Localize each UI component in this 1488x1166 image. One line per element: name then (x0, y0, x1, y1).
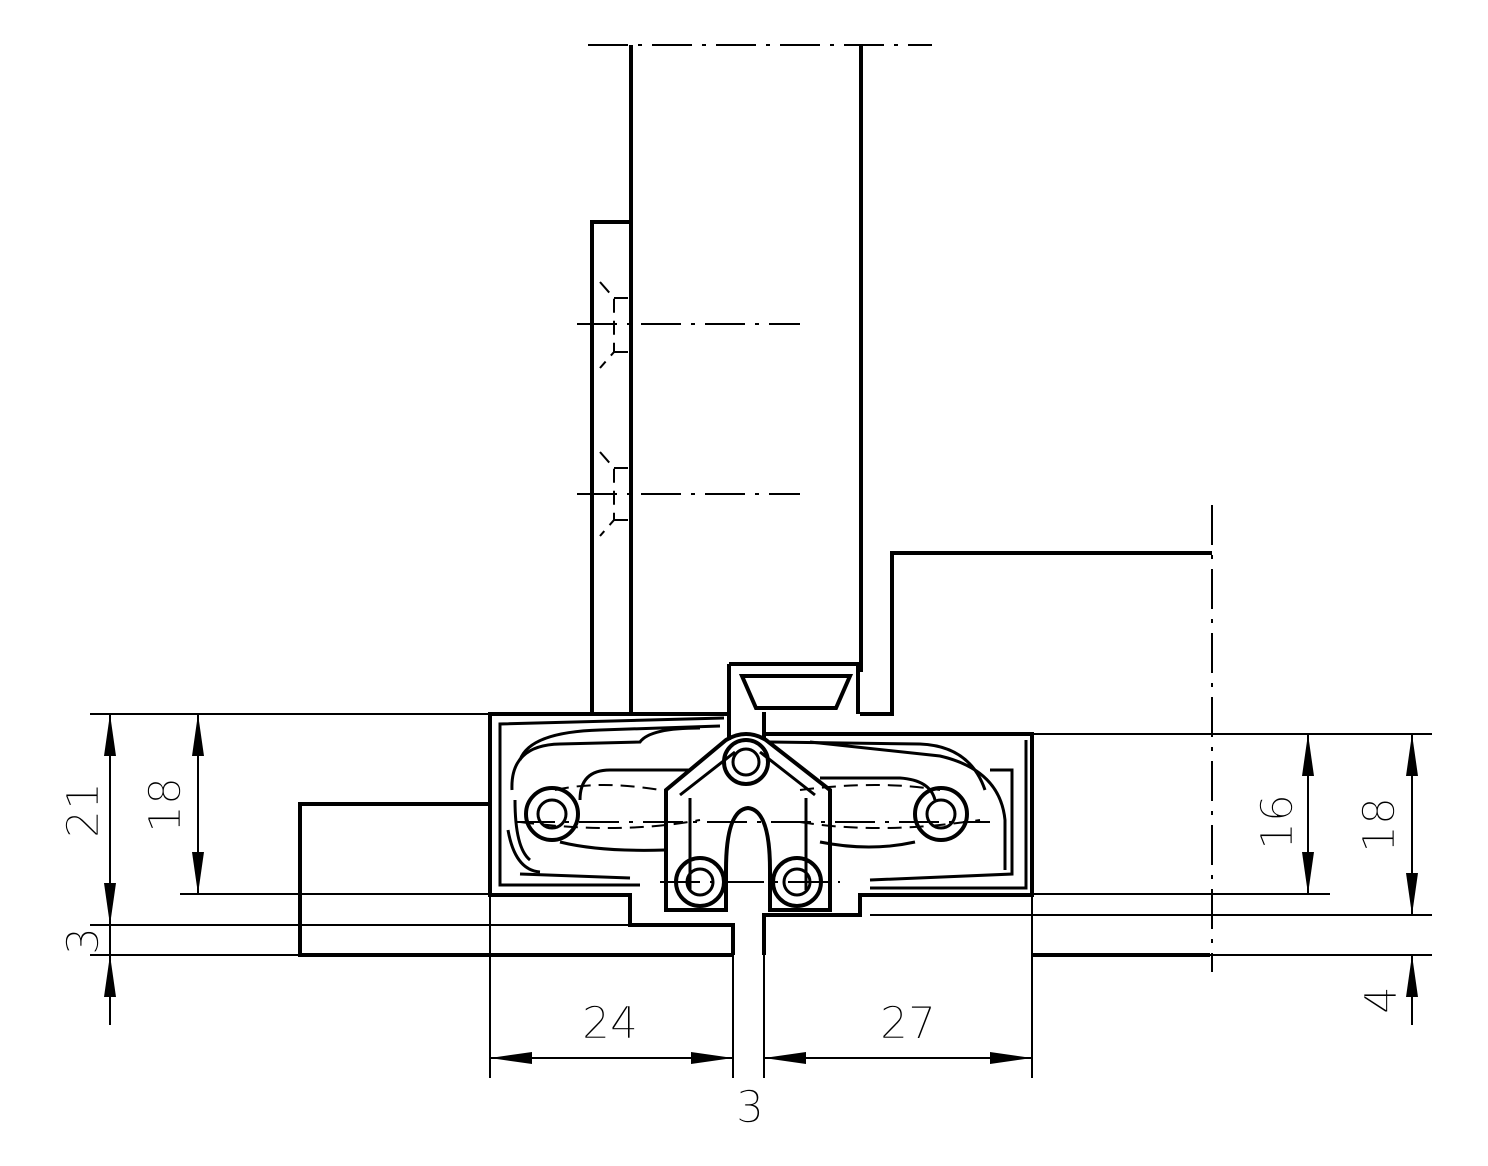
pivot-pin-right (913, 786, 969, 842)
dimension-labels: 21 18 3 16 18 4 24 27 3 (58, 777, 1408, 1134)
dim-label-left-bottom: 3 (58, 927, 109, 955)
door-leaf (588, 44, 932, 712)
dim-label-right-outer: 18 (1354, 797, 1405, 853)
hinge-body (488, 662, 1034, 955)
pivot-pin-left (524, 786, 580, 842)
dim-label-right-bottom: 4 (1356, 986, 1407, 1014)
dim-label-bottom-left: 24 (582, 998, 638, 1049)
dim-label-left-outer: 21 (58, 782, 109, 838)
dim-label-bottom-right: 27 (880, 998, 936, 1049)
left-wall-block (298, 802, 733, 957)
door-frame (860, 505, 1213, 972)
pivot-pin-top (722, 738, 770, 786)
dimension-lines (90, 713, 1432, 1078)
door-stop-strip (577, 220, 800, 712)
dim-label-right-inner: 16 (1252, 794, 1303, 850)
dim-label-bottom-gap: 3 (736, 1082, 764, 1133)
dim-label-left-inner: 18 (140, 777, 191, 833)
